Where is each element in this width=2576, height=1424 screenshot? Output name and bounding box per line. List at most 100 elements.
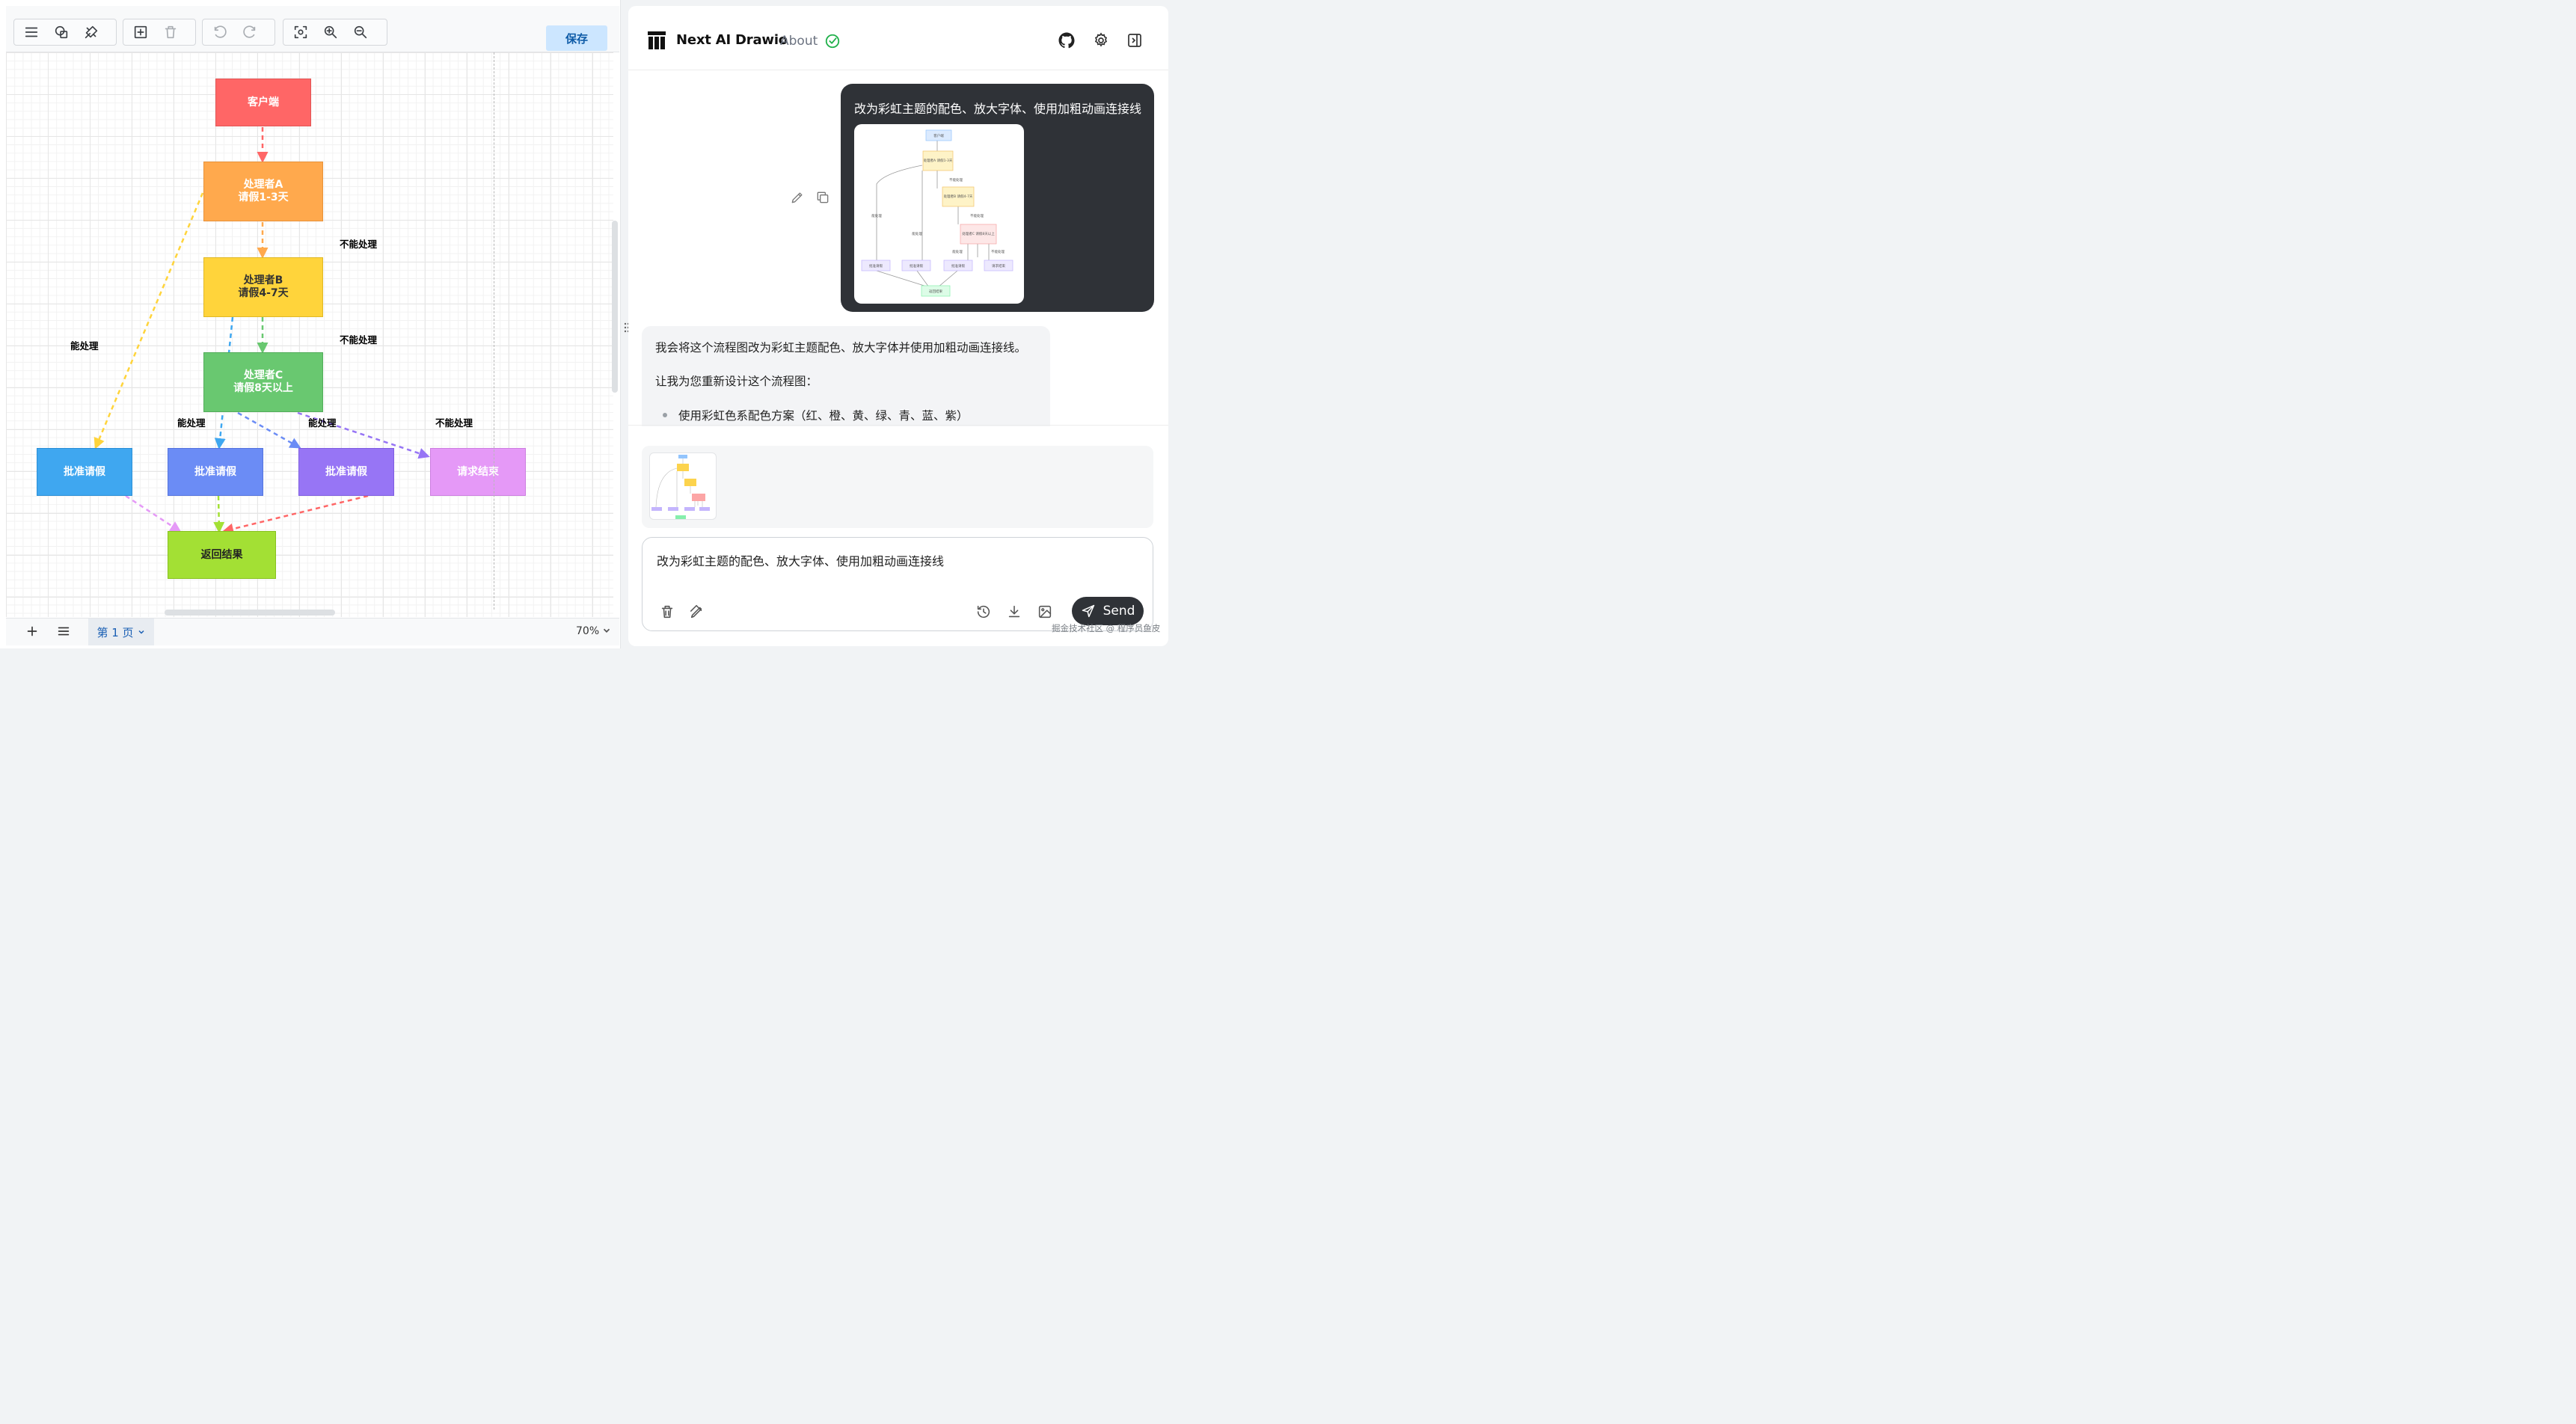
collapse-panel-icon[interactable] bbox=[1126, 31, 1144, 49]
node-approve-1[interactable]: 批准请假 bbox=[37, 448, 132, 496]
node-handler-c[interactable]: 处理者C 请假8天以上 bbox=[203, 352, 323, 412]
app-logo-icon bbox=[648, 31, 666, 49]
assistant-paragraph: 让我为您重新设计这个流程图： bbox=[655, 375, 818, 388]
list-bullet bbox=[663, 413, 667, 417]
edge-b-approve2 bbox=[214, 316, 234, 449]
check-circle-icon bbox=[825, 34, 840, 49]
edit-icon[interactable] bbox=[790, 190, 805, 205]
edge-label-b-cannot: 不能处理 bbox=[340, 334, 378, 346]
download-icon[interactable] bbox=[1006, 604, 1022, 620]
insert-icon[interactable] bbox=[128, 21, 153, 43]
preview-node-client bbox=[925, 129, 952, 141]
preview-text-a: 处理者A 请假1-3天 bbox=[924, 158, 953, 163]
send-icon bbox=[1082, 604, 1094, 618]
save-button[interactable]: 保存 bbox=[546, 25, 607, 51]
toolbar-group-zoom bbox=[283, 19, 387, 46]
editor-toolbar: 保存 bbox=[6, 6, 619, 52]
preview-text-end: 请求结束 bbox=[992, 263, 1005, 268]
edge-approve3-result bbox=[222, 494, 369, 535]
github-icon[interactable] bbox=[1058, 31, 1076, 49]
chat-header: Next AI Drawio About bbox=[628, 6, 1168, 70]
vertical-scrollbar[interactable] bbox=[612, 221, 618, 393]
zoom-level[interactable]: 70% bbox=[576, 625, 600, 637]
redo-icon[interactable] bbox=[237, 21, 263, 43]
messages-divider bbox=[628, 425, 1168, 426]
page-tab[interactable]: 第 1 页 bbox=[88, 619, 154, 645]
chevron-down-icon bbox=[138, 630, 144, 634]
node-approve-3[interactable]: 批准请假 bbox=[298, 448, 394, 496]
preview-label-c-can: 能处理 bbox=[952, 249, 963, 254]
user-message-text: 改为彩虹主题的配色、放大字体、使用加粗动画连接线 bbox=[854, 102, 1142, 116]
diagram-canvas[interactable]: 客户端 处理者A 请假1-3天 处理者B 请假4-7天 处理者C 请假8天以上 … bbox=[6, 52, 613, 617]
preview-label-a-cannot: 不能处理 bbox=[949, 177, 963, 182]
diagram-edges bbox=[93, 127, 430, 535]
attachment-thumbnail[interactable] bbox=[649, 452, 717, 520]
diagram-editor: 保存 客户端 处理者A 请假1-3天 处理者B 请假4-7天 处理者C 请假8 bbox=[0, 0, 621, 648]
preview-node-approve-2 bbox=[901, 260, 931, 271]
send-button[interactable]: Send bbox=[1072, 597, 1144, 625]
pages-menu-icon[interactable] bbox=[55, 623, 72, 639]
preview-text-client: 客户端 bbox=[933, 133, 944, 138]
preview-text-approve-3: 批准请假 bbox=[951, 263, 965, 268]
zoom-out-icon[interactable] bbox=[348, 21, 373, 43]
app-title: Next AI Drawio bbox=[676, 32, 788, 48]
assistant-list-item: 使用彩虹色系配色方案（红、橙、黄、绿、青、蓝、紫） bbox=[678, 409, 969, 423]
horizontal-scrollbar[interactable] bbox=[165, 610, 335, 616]
chat-input-text[interactable]: 改为彩虹主题的配色、放大字体、使用加粗动画连接线 bbox=[657, 554, 945, 568]
edge-c-end bbox=[297, 411, 430, 459]
preview-node-c bbox=[960, 224, 997, 245]
preview-label-c-cannot: 不能处理 bbox=[991, 249, 1005, 254]
copy-icon[interactable] bbox=[815, 190, 830, 205]
edge-label-a-can: 能处理 bbox=[70, 340, 99, 352]
attachment-tray bbox=[642, 446, 1153, 528]
preview-text-approve-1: 批准请假 bbox=[869, 263, 883, 268]
toolbar-group-history bbox=[202, 19, 275, 46]
toolbar-group-edit bbox=[123, 19, 196, 46]
preview-text-b: 处理者B 请假4-7天 bbox=[944, 194, 973, 199]
edge-label-c-can: 能处理 bbox=[308, 417, 337, 429]
history-icon[interactable] bbox=[975, 604, 992, 620]
node-approve-2[interactable]: 批准请假 bbox=[168, 448, 263, 496]
format-icon[interactable] bbox=[79, 21, 104, 43]
edge-a-approve1 bbox=[93, 192, 204, 449]
delete-icon[interactable] bbox=[158, 21, 183, 43]
shapes-icon[interactable] bbox=[49, 21, 74, 43]
preview-node-b bbox=[942, 186, 975, 207]
draw-style-icon[interactable] bbox=[689, 604, 705, 620]
node-handler-a[interactable]: 处理者A 请假1-3天 bbox=[203, 162, 323, 221]
chat-input[interactable]: 改为彩虹主题的配色、放大字体、使用加粗动画连接线 Send bbox=[642, 537, 1153, 631]
edge-label-a-cannot: 不能处理 bbox=[340, 239, 378, 250]
page-tab-label: 第 1 页 bbox=[96, 625, 134, 639]
chevron-down-icon[interactable] bbox=[601, 625, 612, 636]
toolbar-group-view bbox=[13, 19, 117, 46]
node-result[interactable]: 返回结果 bbox=[168, 531, 276, 579]
node-end-request[interactable]: 请求结束 bbox=[430, 448, 526, 496]
preview-text-c: 处理者C 请假8天以上 bbox=[962, 231, 995, 236]
menu-icon[interactable] bbox=[19, 21, 44, 43]
image-upload-icon[interactable] bbox=[1037, 604, 1053, 620]
node-client[interactable]: 客户端 bbox=[215, 79, 311, 126]
chat-panel: Next AI Drawio About 改为彩虹主题的配色、放大字体、使用加粗… bbox=[628, 6, 1168, 646]
preview-node-result bbox=[921, 285, 951, 297]
node-handler-b[interactable]: 处理者B 请假4-7天 bbox=[203, 257, 323, 317]
page-bar: 第 1 页 70% bbox=[6, 618, 619, 645]
add-page-icon[interactable] bbox=[24, 623, 40, 639]
attached-diagram-image[interactable]: 客户端 处理者A 请假1-3天 处理者B 请假4-7天 处理者C 请假8天以上 … bbox=[854, 124, 1024, 304]
send-button-label: Send bbox=[1103, 604, 1135, 619]
preview-node-approve-3 bbox=[943, 260, 973, 271]
clear-chat-icon[interactable] bbox=[659, 604, 675, 620]
edge-approve1-result bbox=[125, 494, 182, 533]
preview-node-approve-1 bbox=[861, 260, 891, 271]
preview-node-end bbox=[984, 260, 1013, 271]
user-message: 改为彩虹主题的配色、放大字体、使用加粗动画连接线 客户端 处理者A 请假1-3天 bbox=[841, 84, 1154, 312]
undo-icon[interactable] bbox=[207, 21, 233, 43]
preview-node-a bbox=[922, 150, 954, 171]
preview-label-b-can: 能处理 bbox=[912, 231, 922, 236]
edge-c-approve3 bbox=[237, 411, 301, 449]
about-link[interactable]: About bbox=[780, 34, 818, 49]
zoom-in-icon[interactable] bbox=[318, 21, 343, 43]
preview-text-result: 返回结果 bbox=[929, 289, 942, 294]
edge-approve2-result bbox=[213, 495, 225, 533]
fit-icon[interactable] bbox=[288, 21, 313, 43]
settings-icon[interactable] bbox=[1092, 31, 1110, 49]
